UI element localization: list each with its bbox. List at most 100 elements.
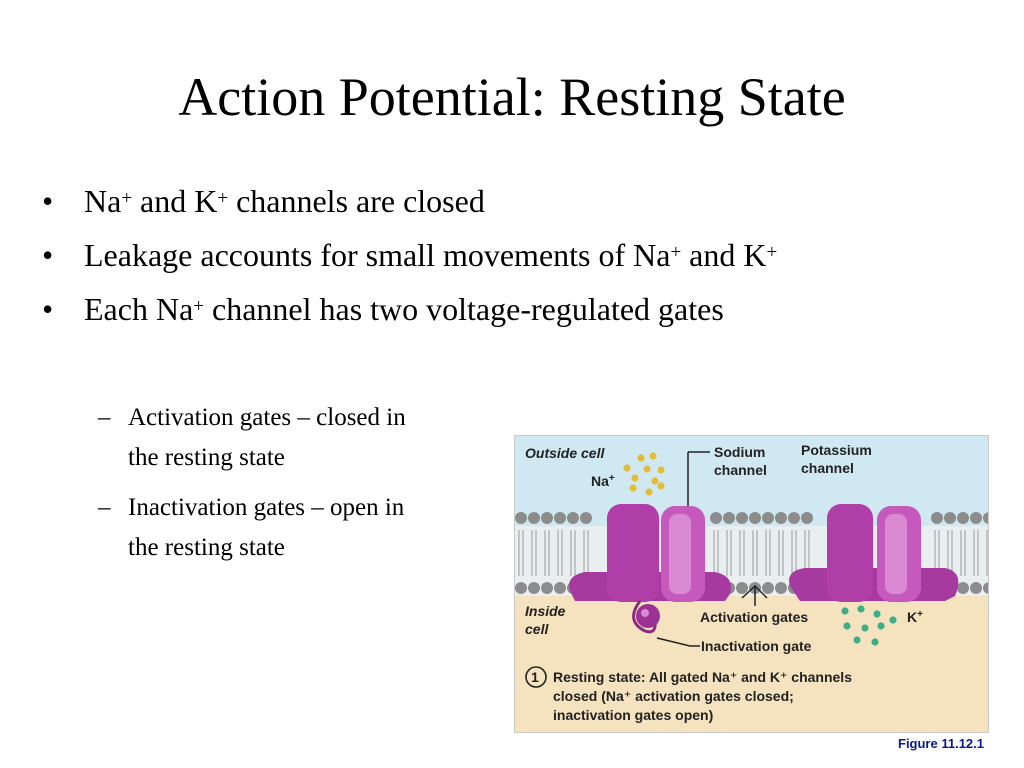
potassium-channel-base: [789, 568, 959, 601]
na-ion-label: Na+: [591, 473, 615, 489]
lipid-head: [957, 582, 969, 594]
potassium-ion: [877, 622, 885, 630]
lipid-head: [580, 512, 592, 524]
sodium-ion: [643, 465, 651, 473]
lipid-head: [528, 582, 540, 594]
lipid-head: [970, 582, 982, 594]
k-ion-label: K+: [907, 609, 923, 625]
dash-glyph: –: [98, 404, 111, 431]
bullet-text: channel has two voltage-regulated gates: [203, 291, 724, 327]
caption-line-1: Resting state: All gated Na⁺ and K⁺ chan…: [553, 669, 852, 685]
intracellular-region: [515, 596, 988, 732]
bullet-item-leakage: • Leakage accounts for small movements o…: [42, 234, 922, 276]
sodium-ion: [629, 484, 637, 492]
sub-bullet-text: Inactivation gates – open in the resting…: [128, 494, 405, 561]
potassium-ion: [853, 636, 861, 644]
sodium-pore-highlight: [669, 514, 691, 594]
bullet-glyph: •: [42, 183, 54, 219]
sodium-ion: [649, 452, 657, 460]
bullet-text: Na: [84, 183, 122, 219]
lipid-head: [801, 512, 813, 524]
outside-cell-label: Outside cell: [525, 445, 605, 461]
superscript: +: [193, 296, 204, 317]
inactivation-gate-label: Inactivation gate: [701, 638, 812, 654]
lipid-head: [567, 512, 579, 524]
sodium-ion: [657, 482, 665, 490]
lipid-head: [723, 512, 735, 524]
potassium-ion: [843, 622, 851, 630]
inside-cell-label-1: Inside: [525, 603, 566, 619]
superscript: +: [766, 242, 778, 263]
potassium-subunit-left: [827, 504, 873, 602]
lipid-head: [554, 512, 566, 524]
lipid-head: [515, 582, 527, 594]
potassium-ion: [841, 607, 849, 615]
sodium-channel-label-2: channel: [714, 462, 767, 478]
lipid-head: [541, 582, 553, 594]
lipid-head: [983, 512, 988, 524]
caption-line-2: closed (Na⁺ activation gates closed;: [553, 688, 794, 704]
lipid-head: [788, 512, 800, 524]
dash-glyph: –: [98, 494, 111, 521]
sodium-ion: [657, 466, 665, 474]
figure-reference: Figure 11.12.1: [898, 736, 984, 751]
resting-state-figure: Outside cell Na+ Sodium channel Potassiu…: [514, 435, 989, 733]
lipid-head: [944, 512, 956, 524]
sodium-ion: [651, 477, 659, 485]
leader-lines: [656, 451, 768, 647]
sodium-channel-label-1: Sodium: [714, 444, 765, 460]
lipid-head: [736, 512, 748, 524]
lipid-head: [775, 512, 787, 524]
bullet-glyph: •: [42, 237, 54, 273]
activation-gates-label: Activation gates: [700, 609, 808, 625]
superscript: +: [121, 188, 133, 209]
sub-bullet-text: Activation gates – closed in the resting…: [128, 404, 406, 471]
lipid-head: [710, 512, 722, 524]
lipid-head: [957, 512, 969, 524]
membrane-diagram: Outside cell Na+ Sodium channel Potassiu…: [515, 436, 988, 732]
sub-bullet-activation: – Activation gates – closed in the resti…: [98, 398, 418, 478]
sodium-ion: [623, 464, 631, 472]
superscript: +: [217, 188, 229, 209]
inactivation-leader: [656, 637, 700, 647]
bullet-item-channels-closed: • Na+ and K+ channels are closed: [42, 180, 922, 222]
superscript: +: [670, 242, 682, 263]
potassium-channel-label-2: channel: [801, 460, 854, 476]
lipid-head: [970, 512, 982, 524]
potassium-ion: [857, 605, 865, 613]
sodium-ion: [631, 474, 639, 482]
lipid-head: [775, 582, 787, 594]
bullet-text: channels are closed: [228, 183, 485, 219]
potassium-ion: [861, 624, 869, 632]
step-number-circle: [525, 666, 547, 688]
sodium-ion: [645, 488, 653, 496]
lipid-head: [736, 582, 748, 594]
lipid-head: [528, 512, 540, 524]
potassium-ion: [889, 616, 897, 624]
step-number: 1: [531, 669, 539, 685]
inactivation-gate-highlight: [641, 609, 649, 617]
bullet-text: and K: [681, 237, 767, 273]
sodium-ions: [623, 452, 665, 496]
lipid-head: [515, 512, 527, 524]
sodium-channel: [569, 504, 731, 634]
sodium-subunit-left: [607, 504, 659, 602]
bullet-list: • Na+ and K+ channels are closed • Leaka…: [42, 180, 922, 342]
sub-bullet-list: – Activation gates – closed in the resti…: [98, 398, 418, 578]
potassium-pore-highlight: [885, 514, 907, 594]
lipid-head: [983, 582, 988, 594]
sodium-ion: [637, 454, 645, 462]
potassium-channel-label-1: Potassium: [801, 442, 872, 458]
inactivation-gate-ball: [636, 604, 660, 628]
inside-cell-label-2: cell: [525, 621, 549, 637]
potassium-ions: [841, 605, 897, 646]
bullet-text: and K: [132, 183, 218, 219]
bullet-text: Leakage accounts for small movements of …: [84, 237, 671, 273]
lipid-head: [541, 512, 553, 524]
sub-bullet-inactivation: – Inactivation gates – open in the resti…: [98, 488, 418, 568]
lipid-head: [762, 582, 774, 594]
potassium-ion: [871, 638, 879, 646]
lipid-head: [931, 512, 943, 524]
lipid-head: [554, 582, 566, 594]
bullet-item-gates: • Each Na+ channel has two voltage-regul…: [42, 288, 922, 330]
